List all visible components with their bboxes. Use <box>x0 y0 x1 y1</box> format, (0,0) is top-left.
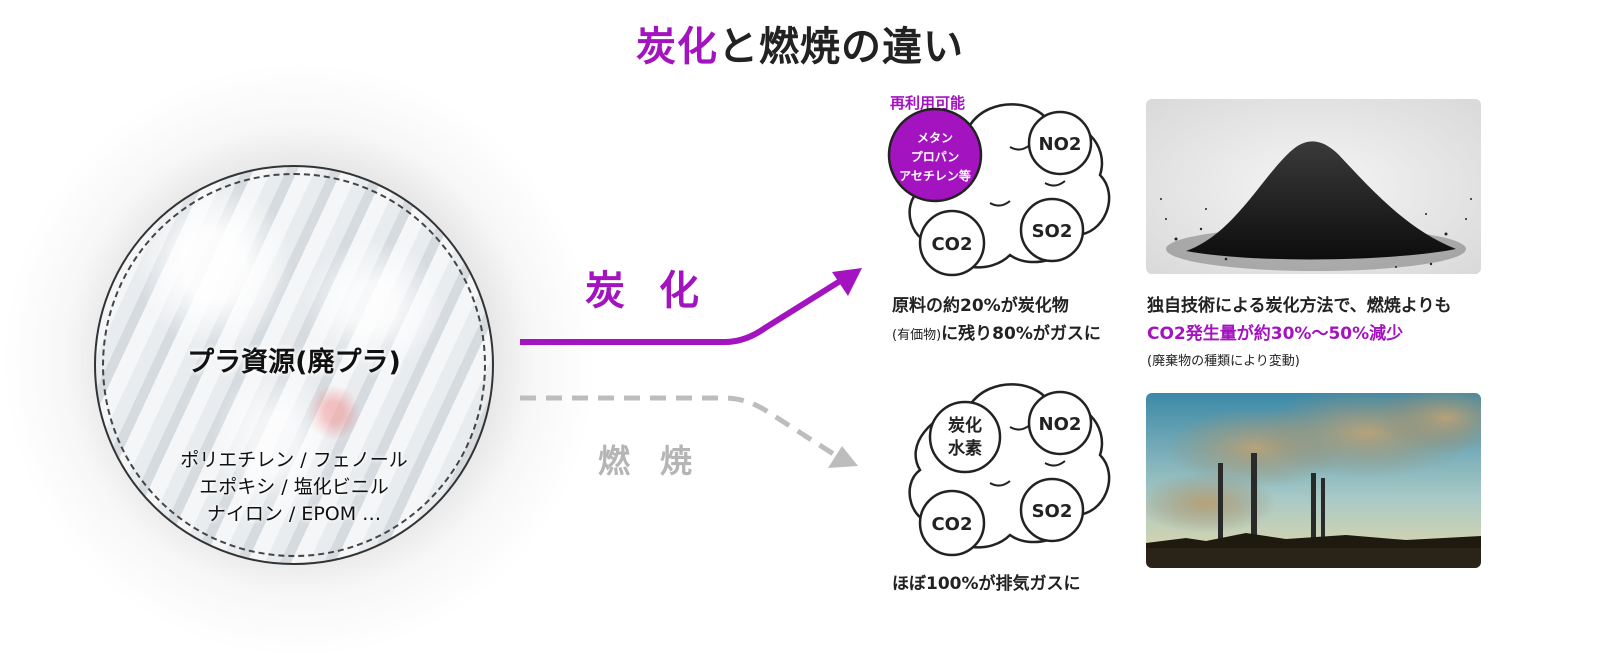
carbonization-result: 原料の約20%が炭化物 (有価物)に残り80%がガスに <box>892 292 1101 350</box>
desc-line-3: (廃棄物の種類により変動) <box>1147 354 1300 369</box>
combustion-arrow <box>520 395 837 458</box>
combustion-label: 燃焼 <box>598 442 723 480</box>
resource-item: ナイロン / EPOM … <box>206 503 382 525</box>
combustion-result: ほぼ100%が排気ガスに <box>892 574 1081 594</box>
page-title: 炭化と燃焼の違い <box>0 14 1600 72</box>
resource-item: ポリエチレン / フェノール <box>180 449 408 471</box>
reusable-gas: アセチレン等 <box>899 168 971 183</box>
combustion-gas-cloud: NO2 SO2 CO2 炭化 水素 <box>908 383 1111 557</box>
reusable-label: 再利用可能 <box>890 94 966 112</box>
reusable-gas: メタン <box>917 131 953 145</box>
result-line-2: に残り80%がガスに <box>941 324 1101 344</box>
resource-title: プラ資源(廃プラ) <box>187 347 401 378</box>
desc-line-1: 独自技術による炭化方法で、燃焼よりも <box>1147 296 1452 316</box>
carbonization-label: 炭化 <box>585 268 733 314</box>
gas-co2: CO2 <box>931 234 972 255</box>
title-highlight: 炭化 <box>636 24 718 70</box>
title-rest: と燃焼の違い <box>718 24 964 70</box>
resource-dashed-ring <box>102 173 486 557</box>
gas-hydrocarbon: 炭化 <box>948 415 982 436</box>
gas-hydrocarbon: 水素 <box>948 438 982 459</box>
gas-co2: CO2 <box>931 514 972 535</box>
carbonization-arrowhead <box>832 268 862 296</box>
gas-so2: SO2 <box>1032 221 1073 242</box>
carbonization-arrow <box>520 275 847 345</box>
desc-line-2: CO2発生量が約30%〜50%減少 <box>1147 324 1404 344</box>
factory-smoke-photo <box>1146 393 1481 568</box>
gas-no2: NO2 <box>1039 134 1082 155</box>
resource-item: エポキシ / 塩化ビニル <box>199 476 389 498</box>
result-valuable-note: (有価物) <box>892 328 942 343</box>
result-line-1: 原料の約20%が炭化物 <box>892 296 1069 316</box>
charcoal-photo <box>1146 99 1481 274</box>
reusable-gas: プロパン <box>911 149 960 164</box>
carbonization-gas-cloud: NO2 SO2 CO2 メタン プロパン アセチレン等 <box>887 103 1111 277</box>
carbonization-description: 独自技術による炭化方法で、燃焼よりも CO2発生量が約30%〜50%減少 (廃棄… <box>1147 292 1451 376</box>
gas-no2: NO2 <box>1039 414 1082 435</box>
combustion-arrowhead <box>828 446 858 468</box>
gas-so2: SO2 <box>1032 501 1073 522</box>
